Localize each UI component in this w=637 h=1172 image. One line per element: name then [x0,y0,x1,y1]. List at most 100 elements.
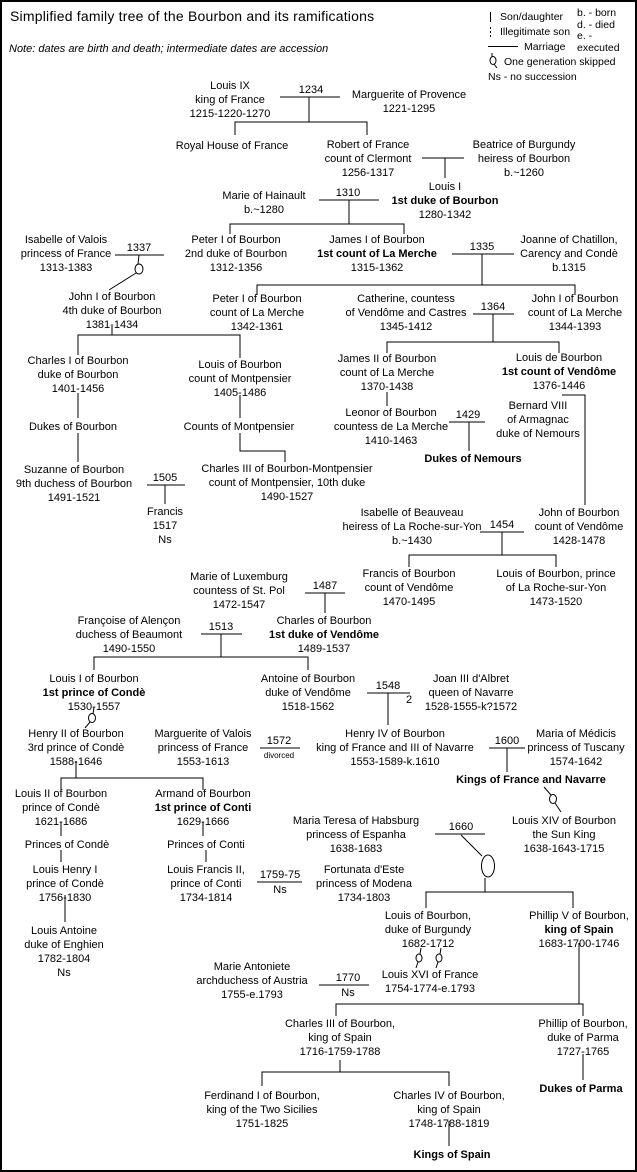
legend-born: b. - born [577,7,617,19]
marriage-year-1310: 1310 [335,187,361,199]
lineage-princes-of-conti: Princes of Conti [167,839,245,851]
marriage-year-1335: 1335 [469,241,495,253]
son-daughter-line-icon [490,11,491,22]
marriage-note-divorced: divorced [263,751,295,760]
illegitimate-dashed-line-icon [490,26,491,37]
legend-left-column: Son/daughter Illegitimate son Marriage O… [488,9,616,84]
lineage-dukes-of-parma: Dukes of Parma [539,1083,623,1095]
marriage-year-1454: 1454 [489,519,515,531]
marriage-line-icon [488,46,518,47]
marriage-year-1572: 1572 [266,735,292,747]
legend-right-column: b. - born d. - died e. - executed [577,7,635,54]
marriage-note-1759-ns: Ns [273,884,287,896]
marriage-year-1770: 1770 [335,972,361,984]
marriage-year-1759-75: 1759-75 [259,869,301,881]
lineage-counts-of-montpensier: Counts of Montpensier [183,421,295,433]
lineage-kings-of-spain: Kings of Spain [413,1149,491,1161]
marriage-year-1234: 1234 [298,84,324,96]
legend-illegitimate-son: Illegitimate son [488,24,616,39]
marriage-year-1337: 1337 [126,242,152,254]
lineage-kings-of-france-and-navarre: Kings of France and Navarre [456,774,606,786]
legend-died: d. - died [577,18,615,31]
note-text: Note: dates are birth and death; interme… [9,43,329,55]
lineage-dukes-of-nemours: Dukes of Nemours [424,453,522,465]
legend-generation-skipped: One generation skipped [488,52,616,71]
legend-marriage: Marriage [488,39,616,54]
generation-skip-symbols [84,254,562,969]
person-ferdinand-i-two-sicilies: Ferdinand I of Bourbon,king of the Two S… [204,1090,320,1130]
legend-no-succession: Ns - no succession [488,70,577,83]
lineage-princes-of-conde: Princes of Condè [24,839,110,851]
generation-skip-icon [488,52,499,71]
marriage-year-1505: 1505 [152,472,178,484]
lineage-dukes-of-bourbon: Dukes of Bourbon [28,421,118,433]
marriage-year-1487: 1487 [312,580,338,592]
lineage-royal-house-of-france: Royal House of France [175,140,289,152]
marriage-year-1364: 1364 [480,301,506,313]
marriage-year-1548: 1548 [375,680,401,692]
marriage-note-1548-second: 2 [405,694,413,706]
descent-lines [60,97,586,1146]
legend-executed: e. - executed [577,30,620,54]
marriage-year-1513: 1513 [208,621,234,633]
marriage-year-1660: 1660 [448,821,474,833]
legend-son-daughter: Son/daughter [488,9,616,24]
marriage-note-1770-ns: Ns [341,987,355,999]
page-title: Simplified family tree of the Bourbon an… [10,8,375,24]
